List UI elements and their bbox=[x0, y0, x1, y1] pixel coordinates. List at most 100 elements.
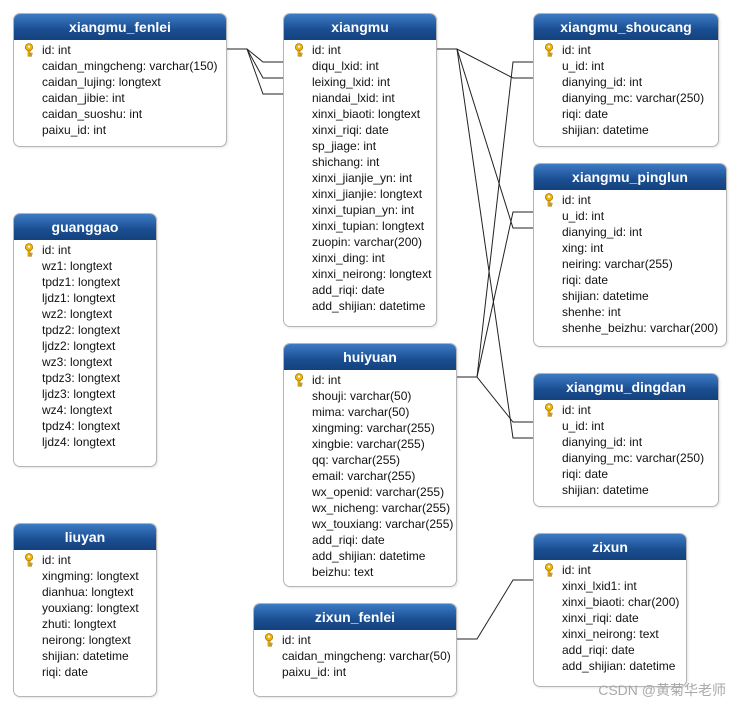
field-text: xing: int bbox=[562, 241, 604, 255]
field-text: id: int bbox=[42, 553, 71, 567]
field-text: leixing_lxid: int bbox=[312, 75, 391, 89]
table-title[interactable]: huiyuan bbox=[284, 344, 456, 370]
primary-key-field: id: int bbox=[14, 552, 156, 568]
table-title[interactable]: zixun bbox=[534, 534, 686, 560]
table-field: tpdz4: longtext bbox=[14, 418, 156, 434]
field-text: sp_jiage: int bbox=[312, 139, 377, 153]
table-field: dianying_id: int bbox=[534, 224, 726, 240]
field-text: shenhe: int bbox=[562, 305, 621, 319]
table-field: wz1: longtext bbox=[14, 258, 156, 274]
table-field: tpdz1: longtext bbox=[14, 274, 156, 290]
table-field: wz3: longtext bbox=[14, 354, 156, 370]
table-field: caidan_jibie: int bbox=[14, 90, 226, 106]
field-text: dianying_id: int bbox=[562, 75, 643, 89]
table-title[interactable]: liuyan bbox=[14, 524, 156, 550]
field-text: shijian: datetime bbox=[562, 123, 649, 137]
table-field: wx_openid: varchar(255) bbox=[284, 484, 456, 500]
table-field: tpdz2: longtext bbox=[14, 322, 156, 338]
table-field: caidan_suoshu: int bbox=[14, 106, 226, 122]
table-field: xinxi_neirong: text bbox=[534, 626, 686, 642]
table-field: neirong: longtext bbox=[14, 632, 156, 648]
table-field: dianying_id: int bbox=[534, 434, 718, 450]
field-text: xinxi_jianjie_yn: int bbox=[312, 171, 413, 185]
table-field: xinxi_riqi: date bbox=[534, 610, 686, 626]
table-field: ljdz4: longtext bbox=[14, 434, 156, 450]
table-field: wx_nicheng: varchar(255) bbox=[284, 500, 456, 516]
table-title[interactable]: guanggao bbox=[14, 214, 156, 240]
primary-key-field: id: int bbox=[14, 242, 156, 258]
field-text: youxiang: longtext bbox=[42, 601, 139, 615]
field-text: xinxi_neirong: longtext bbox=[312, 267, 432, 281]
table-title[interactable]: xiangmu bbox=[284, 14, 436, 40]
field-text: xinxi_riqi: date bbox=[312, 123, 389, 137]
field-text: add_riqi: date bbox=[312, 533, 385, 547]
field-text: wz4: longtext bbox=[42, 403, 113, 417]
watermark: CSDN @黄菊华老师 bbox=[598, 682, 726, 698]
table-field: mima: varchar(50) bbox=[284, 404, 456, 420]
table-field: diqu_lxid: int bbox=[284, 58, 436, 74]
table-title[interactable]: zixun_fenlei bbox=[254, 604, 456, 630]
table-field: xinxi_riqi: date bbox=[284, 122, 436, 138]
field-text: zuopin: varchar(200) bbox=[312, 235, 423, 249]
field-text: shenhe_beizhu: varchar(200) bbox=[562, 321, 719, 335]
field-text: tpdz2: longtext bbox=[42, 323, 121, 337]
table-title[interactable]: xiangmu_pinglun bbox=[534, 164, 726, 190]
table-field: ljdz1: longtext bbox=[14, 290, 156, 306]
field-text: xinxi_riqi: date bbox=[562, 611, 639, 625]
table-title[interactable]: xiangmu_dingdan bbox=[534, 374, 718, 400]
field-text: niandai_lxid: int bbox=[312, 91, 395, 105]
field-text: dianhua: longtext bbox=[42, 585, 134, 599]
field-text: id: int bbox=[42, 43, 71, 57]
field-text: paixu_id: int bbox=[42, 123, 107, 137]
primary-key-icon bbox=[545, 563, 553, 577]
field-text: add_shijian: datetime bbox=[312, 299, 426, 313]
field-text: caidan_suoshu: int bbox=[42, 107, 143, 121]
table-field: shijian: datetime bbox=[534, 482, 718, 498]
field-text: zhuti: longtext bbox=[42, 617, 117, 631]
table-field: u_id: int bbox=[534, 58, 718, 74]
field-text: xinxi_tupian_yn: int bbox=[312, 203, 415, 217]
table-field: shenhe: int bbox=[534, 304, 726, 320]
field-text: dianying_id: int bbox=[562, 435, 643, 449]
field-text: caidan_lujing: longtext bbox=[42, 75, 161, 89]
field-text: dianying_mc: varchar(250) bbox=[562, 451, 705, 465]
table-field: xinxi_lxid1: int bbox=[534, 578, 686, 594]
field-text: riqi: date bbox=[562, 273, 609, 287]
field-text: xingming: varchar(255) bbox=[312, 421, 435, 435]
table-title[interactable]: xiangmu_shoucang bbox=[534, 14, 718, 40]
primary-key-icon bbox=[295, 373, 303, 387]
field-text: xinxi_biaoti: char(200) bbox=[562, 595, 680, 609]
field-text: wx_openid: varchar(255) bbox=[312, 485, 445, 499]
primary-key-field: id: int bbox=[534, 192, 726, 208]
field-text: wz3: longtext bbox=[42, 355, 113, 369]
field-text: ljdz1: longtext bbox=[42, 291, 116, 305]
table-field: add_riqi: date bbox=[534, 642, 686, 658]
table-title[interactable]: xiangmu_fenlei bbox=[14, 14, 226, 40]
table-field: shijian: datetime bbox=[534, 122, 718, 138]
relationship-line bbox=[457, 211, 533, 378]
field-text: dianying_id: int bbox=[562, 225, 643, 239]
table-field: ljdz2: longtext bbox=[14, 338, 156, 354]
table-field: dianying_mc: varchar(250) bbox=[534, 90, 718, 106]
table-field: dianhua: longtext bbox=[14, 584, 156, 600]
table-field: dianying_mc: varchar(250) bbox=[534, 450, 718, 466]
table-field: xingbie: varchar(255) bbox=[284, 436, 456, 452]
relationship-line bbox=[457, 61, 533, 378]
relationship-line bbox=[437, 48, 533, 229]
